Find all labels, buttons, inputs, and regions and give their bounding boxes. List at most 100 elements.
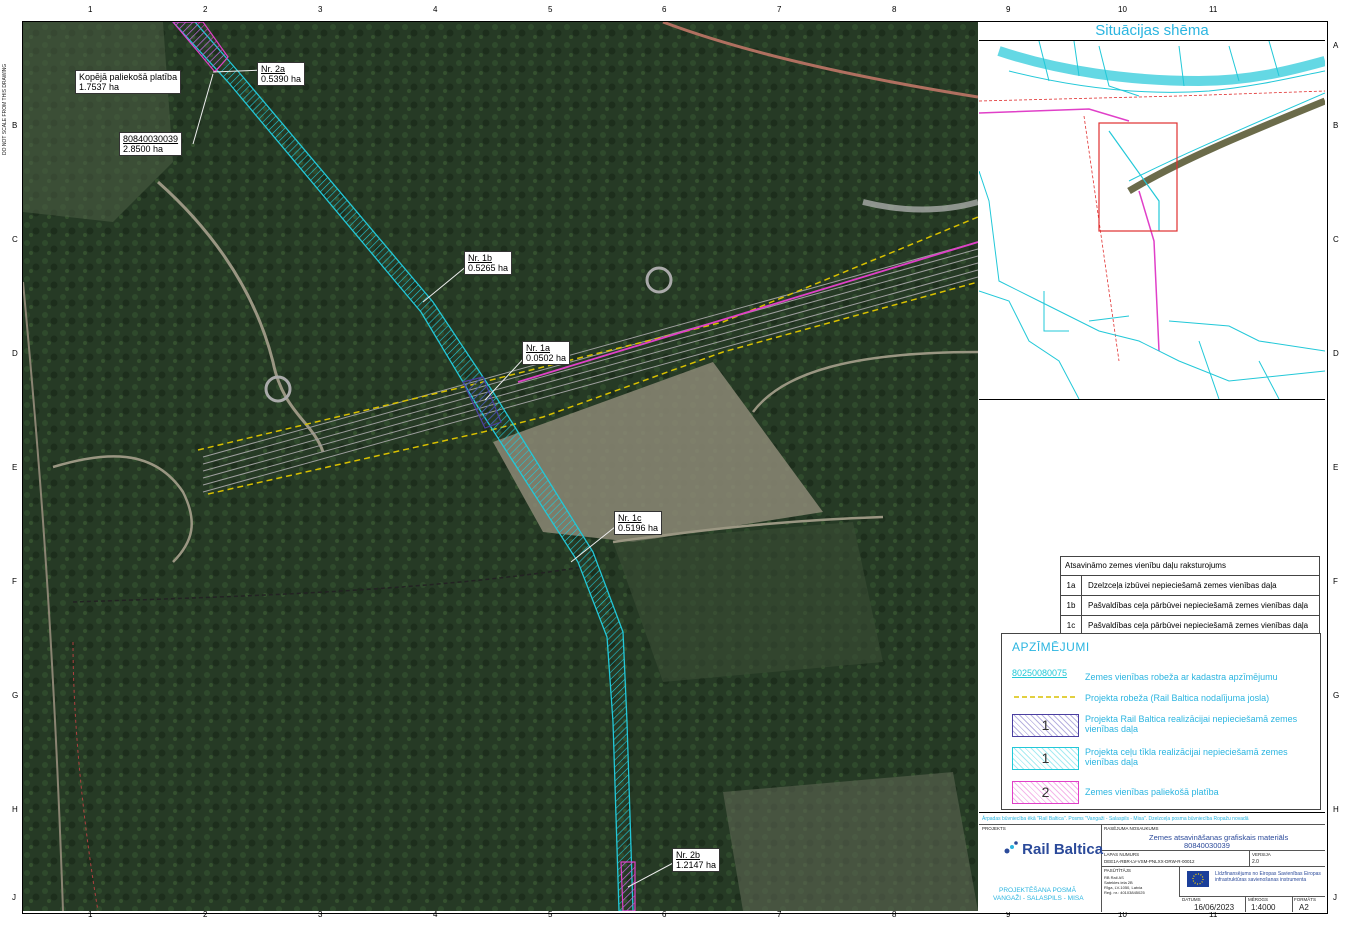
nr1a-label: Nr. 1a xyxy=(526,343,551,353)
aerial-map[interactable]: Kopējā paliekošā platība 1.7537 ha 80840… xyxy=(23,22,978,911)
project-description: Ārpadas būvniecība ēkā "Rail Baltica". P… xyxy=(982,816,1249,822)
sheet-number: DEE1A-RBR-LV-VSM-PNLXX-DRW-R-00012 xyxy=(1104,859,1195,864)
eu-stars-icon xyxy=(1192,873,1204,885)
table-row: 1c Pašvaldības ceļa pārbūvei nepieciešam… xyxy=(1061,616,1319,635)
eu-funding-text: Līdzfinansējums no Eiropas Savienības Ei… xyxy=(1215,871,1321,883)
nr2a-label: Nr. 2a xyxy=(261,64,286,74)
rb-part-number: 1 xyxy=(1041,717,1050,733)
nr2b-label: Nr. 2b xyxy=(676,850,701,860)
parcel-callout: 80840030039 2.8500 ha xyxy=(119,132,183,156)
situation-scheme-title: Situācijas shēma xyxy=(1095,22,1209,39)
parcel-boundary-code: 80250080075 xyxy=(1012,668,1068,678)
row-code: 1b xyxy=(1061,596,1082,615)
project-label: PROJEKTS xyxy=(982,826,1006,831)
format-value: A2 xyxy=(1299,903,1309,912)
row-label: B xyxy=(12,121,18,130)
col-label: 10 xyxy=(1118,910,1127,919)
customer-line: RB Rail AS xyxy=(1104,875,1124,880)
legend-panel: APZĪMĒJUMI 80250080075 Zemes vienības ro… xyxy=(1001,633,1321,810)
col-label: 11 xyxy=(1209,910,1218,919)
row-label: G xyxy=(1333,691,1340,700)
col-label: 7 xyxy=(777,5,782,14)
table-row: 1b Pašvaldības ceļa pārbūvei nepieciešam… xyxy=(1061,596,1319,616)
rb-part-swatch: 1 xyxy=(1012,714,1079,737)
nr1a-area: 0.0502 ha xyxy=(526,353,567,363)
col-label: 7 xyxy=(777,910,782,919)
row-text: Pašvaldības ceļa pārbūvei nepieciešamā z… xyxy=(1088,601,1309,610)
parcel-boundary-symbol: 80250080075 xyxy=(1012,664,1077,685)
col-label: 5 xyxy=(548,5,553,14)
col-label: 8 xyxy=(892,910,897,919)
col-label: 2 xyxy=(203,910,208,919)
row-code: 1c xyxy=(1061,616,1082,635)
column-ruler-top: 1 2 3 4 5 6 7 8 9 10 11 xyxy=(22,5,1327,21)
drawing-title: Zemes atsavināšanas grafiskais materiāls xyxy=(1149,833,1289,842)
remaining-area-number: 2 xyxy=(1041,784,1050,800)
situation-scheme-map[interactable] xyxy=(979,40,1325,400)
aerial-map-drawing xyxy=(23,22,978,911)
format-label: FORMĀTS xyxy=(1294,897,1316,902)
nr1b-label: Nr. 1b xyxy=(468,253,493,263)
row-label: J xyxy=(12,893,16,902)
date-value: 16/06/2023 xyxy=(1194,903,1235,912)
rail-baltica-logo-text: Rail Baltica xyxy=(1022,841,1104,858)
col-label: 1 xyxy=(88,5,93,14)
nr2a-callout: Nr. 2a 0.5390 ha xyxy=(257,62,306,86)
total-remaining-area-callout: Kopējā paliekošā platība 1.7537 ha xyxy=(75,70,182,94)
nr1b-area: 0.5265 ha xyxy=(468,263,509,273)
remaining-area-swatch: 2 xyxy=(1012,781,1079,804)
nr2b-area: 1.2147 ha xyxy=(676,860,717,870)
date-label: DATUMS xyxy=(1182,897,1201,902)
parcel-area: 2.8500 ha xyxy=(123,144,164,154)
row-label: E xyxy=(1333,463,1339,472)
row-label: E xyxy=(12,463,18,472)
rail-baltica-logo-icon xyxy=(1004,841,1018,854)
col-label: 11 xyxy=(1209,5,1218,14)
dashed-line-icon xyxy=(1014,696,1075,698)
nr1c-callout: Nr. 1c 0.5196 ha xyxy=(614,511,663,535)
version-value: 2.0 xyxy=(1252,859,1259,865)
row-label: D xyxy=(1333,349,1339,358)
parcel-parts-table: Atsavināmo zemes vienību daļu raksturoju… xyxy=(1060,556,1320,636)
col-label: 5 xyxy=(548,910,553,919)
row-ruler-left: B C D E F G H J xyxy=(6,21,22,912)
design-section-label: PROJEKTĒŠANA POSMĀ xyxy=(999,887,1076,894)
col-label: 9 xyxy=(1006,910,1011,919)
column-ruler-bottom: 1 2 3 4 5 6 7 8 9 10 11 xyxy=(22,910,1327,926)
scale-value: 1:4000 xyxy=(1251,903,1276,912)
road-part-number: 1 xyxy=(1041,750,1050,766)
row-label: H xyxy=(12,805,18,814)
drawing-title-label: RASĒJUMA NOSAUKUMS xyxy=(1104,826,1159,831)
nr1b-callout: Nr. 1b 0.5265 ha xyxy=(464,251,513,275)
col-label: 6 xyxy=(662,910,667,919)
parcel-parts-table-header: Atsavināmo zemes vienību daļu raksturoju… xyxy=(1061,557,1319,576)
col-label: 6 xyxy=(662,5,667,14)
customer-label: PASŪTĪTĀJS xyxy=(1104,868,1131,873)
row-ruler-right: A B C D E F G H J xyxy=(1327,21,1343,912)
row-text: Pašvaldības ceļa pārbūvei nepieciešamā z… xyxy=(1088,621,1309,630)
row-label: F xyxy=(1333,577,1338,586)
customer-line: Reģ. nr.: 40103845025 xyxy=(1104,890,1145,895)
legend-item-text: Zemes vienības paliekošā platība xyxy=(1085,787,1219,797)
nr1a-callout: Nr. 1a 0.0502 ha xyxy=(522,341,571,365)
nr2b-callout: Nr. 2b 1.2147 ha xyxy=(672,848,721,872)
col-label: 8 xyxy=(892,5,897,14)
situation-scheme-drawing xyxy=(979,41,1325,399)
row-label: C xyxy=(1333,235,1339,244)
col-label: 9 xyxy=(1006,5,1011,14)
col-label: 1 xyxy=(88,910,93,919)
row-label: A xyxy=(1333,41,1339,50)
col-label: 2 xyxy=(203,5,208,14)
row-label: G xyxy=(12,691,19,700)
legend-item-text: Projekta ceļu tīkla realizācijai nepieci… xyxy=(1085,747,1288,767)
row-label: H xyxy=(1333,805,1339,814)
customer-line: Rīga, LV-1050, Latvia xyxy=(1104,885,1143,890)
col-label: 4 xyxy=(433,5,438,14)
drawing-frame xyxy=(22,21,1328,914)
title-block: Ārpadas būvniecība ēkā "Rail Baltica". P… xyxy=(979,812,1325,912)
customer-line: Satekles iela 2B xyxy=(1104,880,1133,885)
col-label: 3 xyxy=(318,5,323,14)
total-remaining-value: 1.7537 ha xyxy=(79,82,120,92)
section-name: VANGAŽI - SALASPILS - MISA xyxy=(993,895,1084,902)
total-remaining-label: Kopējā paliekošā platība xyxy=(79,72,178,82)
